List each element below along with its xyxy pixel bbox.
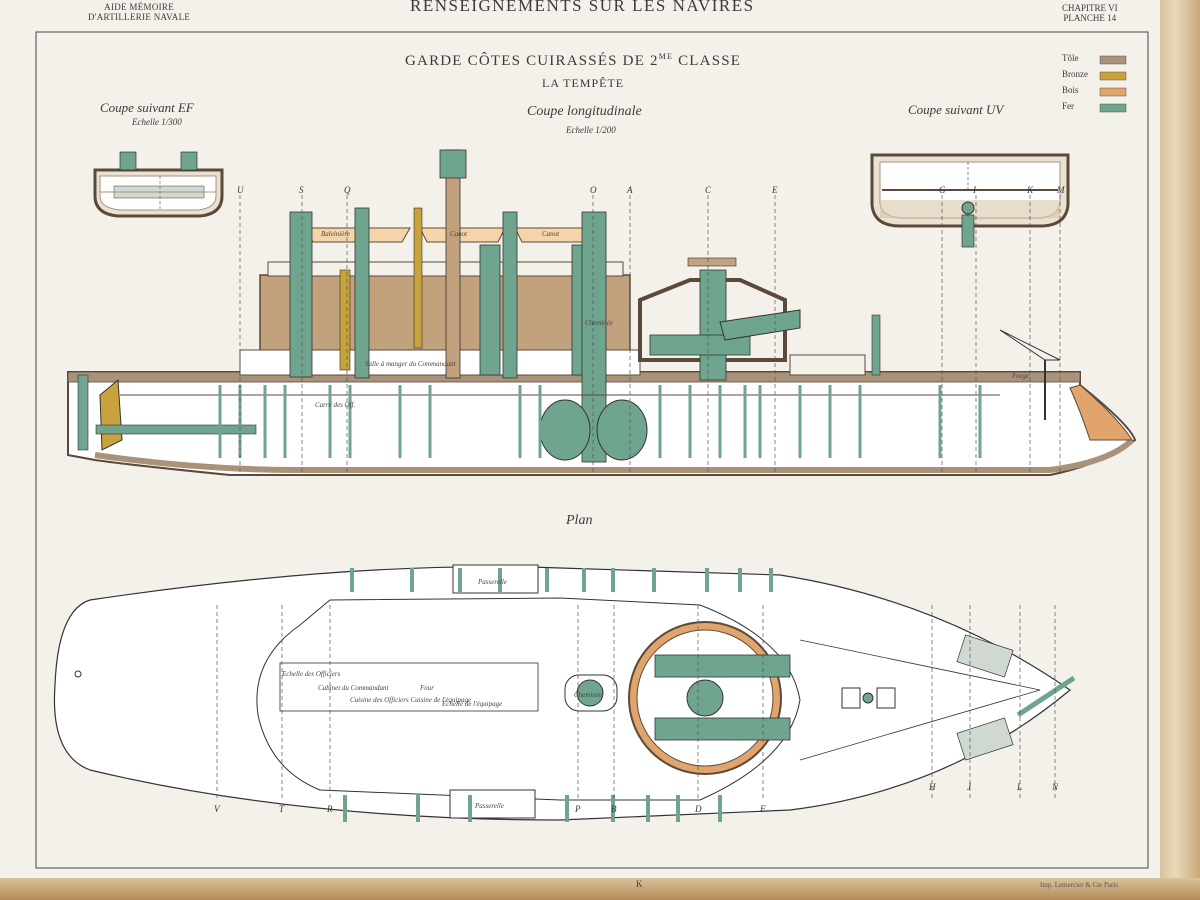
- page-mark: K: [636, 879, 643, 889]
- book-edge: [1160, 0, 1200, 900]
- section-letter-plan-9: L: [1016, 782, 1022, 792]
- header-center: RENSEIGNEMENTS SUR LES NAVIRES: [410, 0, 755, 15]
- section-letter-long-4: A: [626, 185, 633, 195]
- section-long-scale: Echelle 1/200: [566, 125, 616, 135]
- section-letter-long-5: C: [705, 185, 712, 195]
- section-letter-plan-2: R: [326, 804, 333, 814]
- header-left-line2: D'ARTILLERIE NAVALE: [88, 12, 191, 22]
- header-right-line1: CHAPITRE VI: [1062, 3, 1118, 13]
- legend-swatch-0: [1099, 55, 1127, 65]
- plate-title-a: GARDE CÔTES CUIRASSÉS DE 2: [405, 53, 659, 69]
- section-ef-title: Coupe suivant EF: [100, 100, 194, 115]
- label-passerelle-bottom: Passerelle: [474, 802, 504, 810]
- label-passerelle-top: Passerelle: [477, 578, 507, 586]
- book-bottom-edge: [0, 878, 1200, 900]
- label-canot-2: Canot: [542, 230, 560, 238]
- label-echelle-equipage: Echelle de l'équipage: [441, 700, 502, 708]
- section-letter-long-0: U: [237, 185, 244, 195]
- section-ef-scale: Echelle 1/300: [132, 117, 182, 127]
- label-baleiniere: Baleinière: [321, 230, 350, 238]
- legend-label-2: Bois: [1062, 85, 1079, 95]
- header-left: AIDE MÉMOIRE D'ARTILLERIE NAVALE: [88, 2, 190, 22]
- section-letter-long-10: M: [1056, 185, 1065, 195]
- section-letter-plan-10: N: [1051, 782, 1059, 792]
- legend-swatch-1: [1099, 71, 1127, 81]
- ship-name: LA TEMPÊTE: [542, 76, 625, 90]
- section-uv-drawing: [870, 153, 1070, 248]
- section-long-title: Coupe longitudinale: [527, 104, 642, 119]
- legend-swatch-2: [1099, 87, 1127, 97]
- plan-drawing: V T R P B D F H J L N Passerelle Passerelle Echell…: [53, 564, 1076, 822]
- label-echelle-officiers: Echelle des Officiers: [281, 670, 341, 678]
- plate-title-sup: ME: [658, 52, 674, 61]
- legend-label-1: Bronze: [1062, 69, 1088, 79]
- section-letter-long-7: G: [939, 185, 946, 195]
- section-letter-plan-5: D: [694, 804, 702, 814]
- label-canot-1: Canot: [450, 230, 468, 238]
- section-letter-long-6: E: [771, 185, 778, 195]
- section-letter-long-1: S: [299, 185, 304, 195]
- technical-drawing: U S Q O A C E G I K M Baleinière Canot Canot Chemi…: [35, 31, 1149, 869]
- section-letter-plan-8: J: [967, 782, 972, 792]
- plate-title: GARDE CÔTES CUIRASSÉS DE 2ME CLASSE: [405, 52, 741, 70]
- label-carre: Carré des Off.: [315, 401, 356, 409]
- section-letter-long-2: Q: [344, 185, 351, 195]
- label-forge: Forge: [1011, 372, 1029, 380]
- section-letter-plan-3: P: [574, 804, 581, 814]
- drawing-frame: [35, 31, 1149, 869]
- plan-title: Plan: [566, 513, 593, 528]
- section-letter-plan-7: H: [928, 782, 936, 792]
- label-cabinet: Cabinet du Commandant: [318, 684, 389, 692]
- section-letter-plan-4: B: [611, 804, 617, 814]
- header-right: CHAPITRE VI PLANCHE 14: [1062, 3, 1118, 23]
- legend-swatch-3: [1099, 103, 1127, 113]
- header-right-line2: PLANCHE 14: [1063, 13, 1117, 23]
- printer-stamp: Imp. Lemercier & Cie Paris: [1040, 881, 1118, 889]
- label-cheminee-plan: Cheminée: [574, 691, 602, 699]
- header-left-line1: AIDE MÉMOIRE: [104, 2, 175, 12]
- section-letter-plan-1: T: [279, 804, 285, 814]
- legend-label-0: Tôle: [1062, 53, 1079, 63]
- section-letter-plan-0: V: [214, 804, 221, 814]
- legend-label-3: Fer: [1062, 101, 1074, 111]
- section-uv-title: Coupe suivant UV: [908, 102, 1004, 117]
- plate-title-b: CLASSE: [673, 53, 742, 69]
- section-letter-plan-6: F: [759, 804, 766, 814]
- legend: [1099, 55, 1127, 113]
- section-letter-long-9: K: [1026, 185, 1034, 195]
- label-cheminee-long: Cheminée: [585, 319, 613, 327]
- label-cuisine: Cuisine des Officiers Cuisine de l'équip…: [350, 696, 471, 704]
- label-salle-manger: Salle à manger du Commandant: [365, 360, 457, 368]
- section-letter-long-8: I: [972, 185, 977, 195]
- section-letter-long-3: O: [590, 185, 597, 195]
- section-ef-drawing: [93, 151, 224, 218]
- longitudinal-section-drawing: U S Q O A C E G I K M Baleinière Canot Canot Chemi…: [67, 149, 1137, 476]
- label-four: Four: [419, 684, 434, 692]
